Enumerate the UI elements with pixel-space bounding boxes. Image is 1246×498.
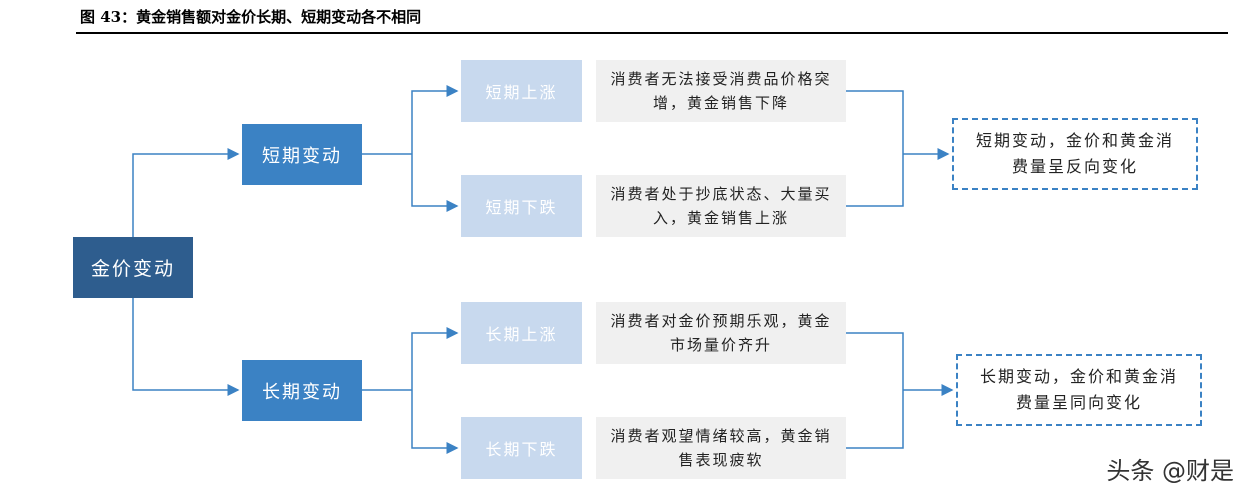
leaf-short-up: 短期上涨	[461, 60, 582, 122]
desc-long-down: 消费者观望情绪较高，黄金销售表现疲软	[596, 417, 846, 479]
root-to-long-line	[132, 298, 240, 396]
desc-short-up: 消费者无法接受消费品价格突增，黄金销售下降	[596, 60, 846, 122]
result-short-term: 短期变动，金价和黄金消费量呈反向变化	[952, 118, 1198, 190]
short-to-up-line	[411, 85, 459, 154]
title-rule	[76, 32, 1228, 34]
long-to-up-line	[411, 327, 459, 390]
result-long-term: 长期变动，金价和黄金消费量呈同向变化	[956, 354, 1202, 426]
long-desc-merge-line	[846, 332, 904, 449]
branch-short-term: 短期变动	[242, 124, 362, 185]
desc-short-down: 消费者处于抄底状态、大量买入，黄金销售上涨	[596, 175, 846, 237]
root-to-short-line	[132, 148, 240, 237]
short-desc-merge-line	[846, 90, 904, 207]
leaf-long-up: 长期上涨	[461, 302, 582, 364]
long-to-down-line	[411, 390, 459, 454]
desc-long-up: 消费者对金价预期乐观，黄金市场量价齐升	[596, 302, 846, 364]
leaf-short-down: 短期下跌	[461, 175, 582, 237]
watermark: 头条 @财是	[1106, 457, 1234, 485]
branch-long-term: 长期变动	[242, 360, 362, 421]
figure-title: 图 43：黄金销售额对金价长期、短期变动各不相同	[80, 8, 422, 26]
leaf-long-down: 长期下跌	[461, 417, 582, 479]
root-node: 金价变动	[73, 237, 193, 298]
short-to-down-line	[411, 154, 459, 212]
